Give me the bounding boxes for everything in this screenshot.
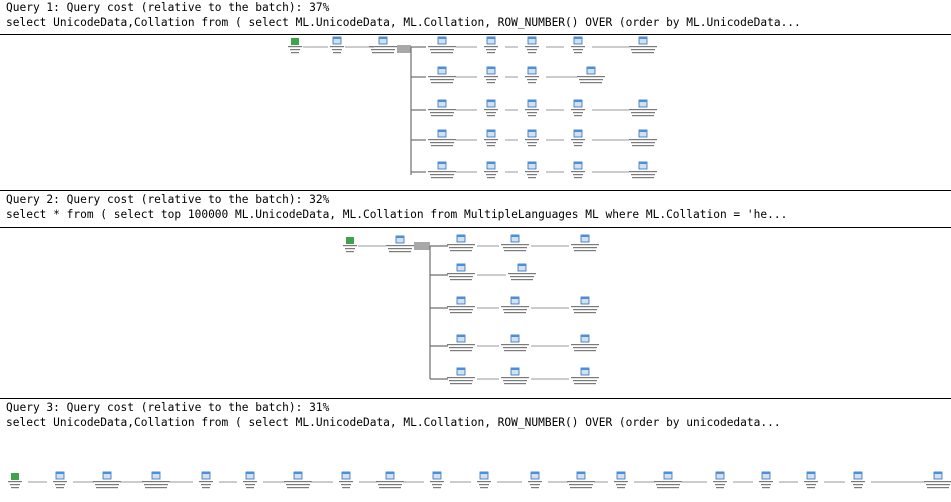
plan-operator-icon[interactable] — [343, 237, 357, 253]
plan-operator-icon[interactable] — [447, 263, 475, 281]
divider — [0, 190, 951, 191]
plan-operator-icon[interactable] — [501, 334, 529, 352]
plan-operator-icon[interactable] — [804, 471, 818, 489]
plan-operator-icon[interactable] — [484, 161, 498, 179]
plan-operator-icon[interactable] — [428, 66, 456, 84]
plan-operator-icon[interactable] — [525, 66, 539, 84]
plan-operator-icon[interactable] — [428, 161, 456, 179]
plan-operator-icon[interactable] — [525, 161, 539, 179]
divider — [0, 34, 951, 35]
plan-operator-icon[interactable] — [577, 66, 605, 84]
plan-operator-icon[interactable] — [501, 296, 529, 314]
plan-operator-icon[interactable] — [571, 367, 599, 385]
query-3-title: Query 3: Query cost (relative to the bat… — [6, 401, 330, 414]
plan-operator-icon[interactable] — [93, 471, 121, 489]
plan-operator-icon[interactable] — [243, 471, 257, 489]
plan-operator-icon[interactable] — [924, 471, 951, 489]
query-1-sql[interactable]: select UnicodeData,Collation from ( sele… — [6, 16, 801, 29]
plan-operator-icon[interactable] — [525, 129, 539, 147]
plan-operator-icon[interactable] — [284, 471, 312, 489]
plan-operator-icon[interactable] — [142, 471, 170, 489]
plan-operator-icon[interactable] — [571, 334, 599, 352]
query-1-execution-plan[interactable] — [0, 35, 951, 187]
plan-operator-icon[interactable] — [501, 234, 529, 252]
plan-operator-icon[interactable] — [484, 36, 498, 54]
plan-operator-icon[interactable] — [369, 36, 397, 54]
query-3-execution-plan[interactable] — [0, 440, 951, 502]
plan-operator-icon[interactable] — [571, 234, 599, 252]
plan-operator-icon[interactable] — [288, 38, 302, 54]
plan-operator-icon[interactable] — [447, 296, 475, 314]
plan-operator-icon[interactable] — [501, 367, 529, 385]
plan-operator-icon[interactable] — [477, 471, 491, 489]
query-2-execution-plan[interactable] — [0, 228, 951, 396]
plan-operator-icon[interactable] — [484, 66, 498, 84]
plan-operator-icon[interactable] — [376, 471, 404, 489]
plan-operator-icon[interactable] — [567, 471, 595, 489]
plan-operator-icon[interactable] — [428, 129, 456, 147]
plan-operator-icon[interactable] — [571, 99, 585, 117]
plan-operator-icon[interactable] — [8, 473, 22, 489]
plan-operator-icon[interactable] — [629, 161, 657, 179]
plan-operator-icon[interactable] — [654, 471, 682, 489]
plan-operator-icon[interactable] — [447, 334, 475, 352]
plan-operator-icon[interactable] — [330, 36, 344, 54]
plan-operator-icon[interactable] — [199, 471, 213, 489]
plan-operator-icon[interactable] — [339, 471, 353, 489]
plan-operator-icon[interactable] — [484, 99, 498, 117]
plan-operator-icon[interactable] — [528, 471, 542, 489]
query-1-header: Query 1: Query cost (relative to the bat… — [0, 0, 951, 39]
query-2-sql[interactable]: select * from ( select top 100000 ML.Uni… — [6, 208, 788, 221]
plan-operator-icon[interactable] — [629, 36, 657, 54]
plan-operator-icon[interactable] — [484, 129, 498, 147]
plan-operator-icon[interactable] — [428, 99, 456, 117]
plan-operator-icon[interactable] — [629, 129, 657, 147]
divider — [0, 398, 951, 399]
plan-operator-icon[interactable] — [571, 129, 585, 147]
plan-operator-icon[interactable] — [386, 235, 414, 253]
plan-operator-icon[interactable] — [53, 471, 67, 489]
plan-operator-icon[interactable] — [428, 36, 456, 54]
plan-operator-icon[interactable] — [759, 471, 773, 489]
plan-operator-icon[interactable] — [508, 263, 536, 281]
query-2-header: Query 2: Query cost (relative to the bat… — [0, 192, 951, 231]
plan-operator-icon[interactable] — [430, 471, 444, 489]
plan-operator-icon[interactable] — [851, 471, 865, 489]
query-3-header: Query 3: Query cost (relative to the bat… — [0, 400, 951, 439]
divider — [0, 227, 951, 228]
plan-operator-icon[interactable] — [713, 471, 727, 489]
plan-operator-icon[interactable] — [525, 36, 539, 54]
plan-operator-icon[interactable] — [525, 99, 539, 117]
query-3-sql[interactable]: select UnicodeData,Collation from ( sele… — [6, 416, 781, 429]
plan-operator-icon[interactable] — [571, 161, 585, 179]
query-2-title: Query 2: Query cost (relative to the bat… — [6, 193, 330, 206]
plan-operator-icon[interactable] — [447, 367, 475, 385]
query-1-title: Query 1: Query cost (relative to the bat… — [6, 1, 330, 14]
plan-operator-icon[interactable] — [629, 99, 657, 117]
plan-operator-icon[interactable] — [571, 296, 599, 314]
plan-operator-icon[interactable] — [614, 471, 628, 489]
plan-operator-icon[interactable] — [447, 234, 475, 252]
plan-operator-icon[interactable] — [571, 36, 585, 54]
